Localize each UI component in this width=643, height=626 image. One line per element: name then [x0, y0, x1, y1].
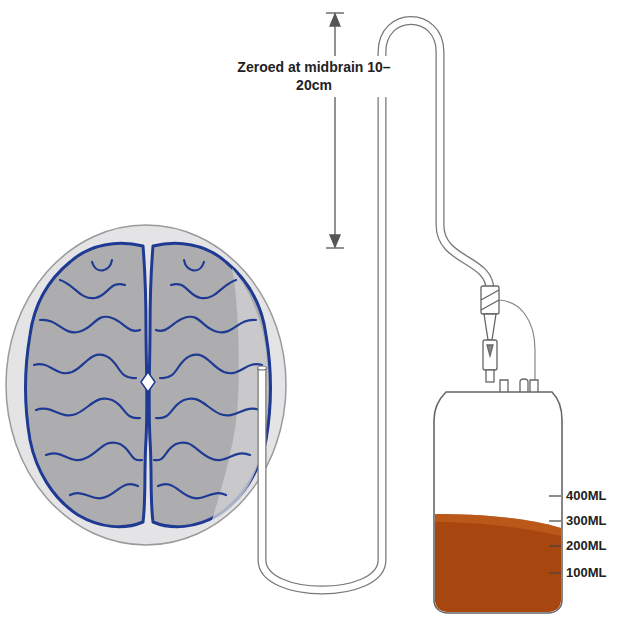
- catheter-tip: [258, 366, 267, 370]
- drip-chamber: [481, 286, 499, 382]
- volume-mark: 400ML: [566, 488, 636, 504]
- ventricle: [141, 372, 155, 392]
- dimension-label: Zeroed at midbrain 10–20cm: [232, 56, 396, 97]
- vent-line: [497, 300, 535, 384]
- brain-gyri: [34, 260, 262, 498]
- volume-mark: 100ML: [566, 565, 636, 581]
- dimension-arrow: [326, 13, 344, 248]
- head-outline: [6, 225, 286, 545]
- brain: [26, 243, 271, 526]
- volume-mark: 300ML: [566, 513, 636, 529]
- volume-mark: 200ML: [566, 538, 636, 554]
- drainage-bag: [434, 379, 562, 613]
